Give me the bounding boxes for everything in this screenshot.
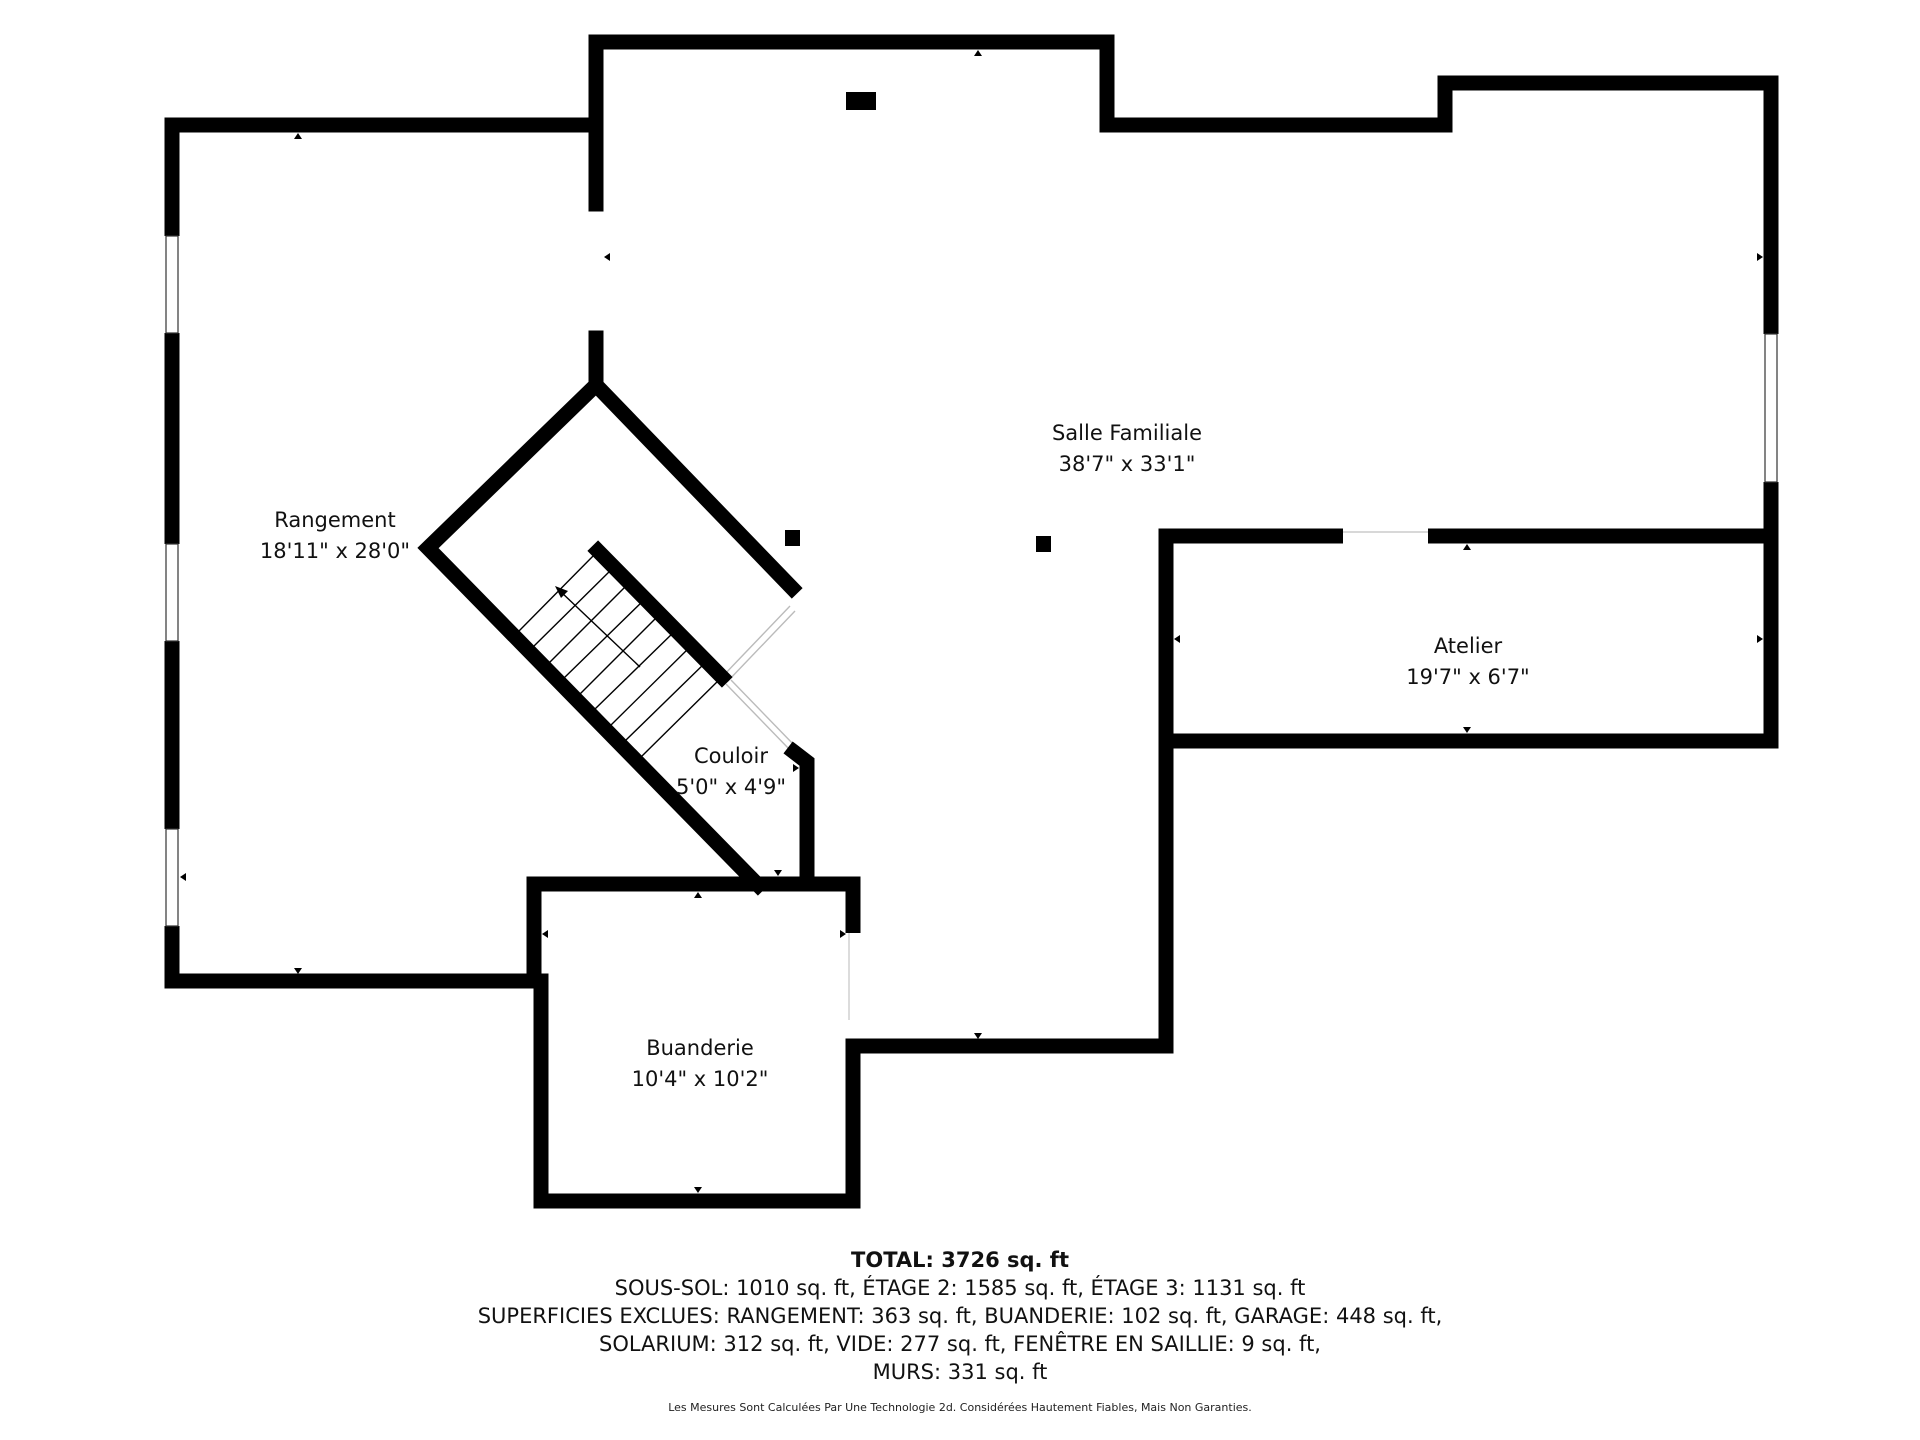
wall-buanderie [533,1011,861,1209]
disclaimer: Les Mesures Sont Calculées Par Une Techn… [668,1401,1252,1414]
stairwell [417,374,815,896]
wall-area: MURS: 331 sq. ft [872,1360,1048,1384]
stair-direction [559,590,641,668]
column [846,92,876,110]
total-area: TOTAL: 3726 sq. ft [851,1248,1069,1272]
stair-treads [517,550,723,757]
room-dims-rangement: 18'11" x 28'0" [260,539,410,563]
room-name-couloir: Couloir [694,744,768,768]
measurement-markers [180,50,1763,1193]
window [165,828,179,927]
wall-couloir [783,741,815,888]
room-dims-atelier: 19'7" x 6'7" [1406,665,1529,689]
wall-buanderie-top [526,876,861,981]
room-name-buanderie: Buanderie [646,1036,754,1060]
column [1036,536,1051,552]
room-rangement [162,117,601,1027]
room-dims-salle-familiale: 38'7" x 33'1" [1059,452,1196,476]
room-name-rangement: Rangement [274,508,395,532]
excluded-areas-line-1: SUPERFICIES EXCLUES: RANGEMENT: 363 sq. … [477,1304,1443,1328]
wall-rangement [164,117,601,1027]
room-name-salle-familiale: Salle Familiale [1052,421,1202,445]
room-dims-couloir: 5'0" x 4'9" [676,775,786,799]
window [165,235,179,334]
excluded-areas-line-2: SOLARIUM: 312 sq. ft, VIDE: 277 sq. ft, … [599,1332,1321,1356]
room-name-atelier: Atelier [1434,634,1503,658]
room-salle-familiale [587,34,1781,1054]
wall-salle-familiale-bottom [850,733,1779,1054]
window [1764,333,1778,483]
arrow-up-icon [555,586,568,598]
room-buanderie [526,876,863,1209]
wall-salle-familiale [588,34,1779,749]
level-areas: SOUS-SOL: 1010 sq. ft, ÉTAGE 2: 1585 sq.… [614,1276,1306,1300]
room-dims-buanderie: 10'4" x 10'2" [632,1067,769,1091]
wall-stair [417,374,803,896]
column [785,530,800,546]
area-summary: TOTAL: 3726 sq. ft SOUS-SOL: 1010 sq. ft… [0,1246,1920,1386]
wall-atelier-top [1158,528,1779,749]
window [165,543,179,642]
